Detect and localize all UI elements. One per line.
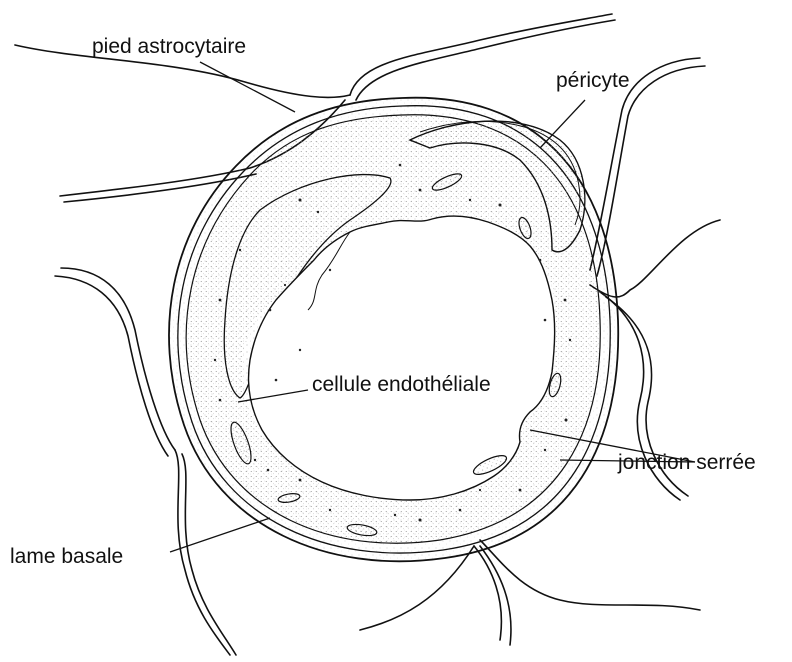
label-endothelial-cell: cellule endothéliale (312, 374, 491, 395)
label-pericyte: péricyte (556, 70, 630, 91)
label-astrocyte-foot: pied astrocytaire (92, 36, 246, 57)
label-tight-junction: jonction serrée (618, 452, 756, 473)
label-basal-lamina: lame basale (10, 546, 123, 567)
